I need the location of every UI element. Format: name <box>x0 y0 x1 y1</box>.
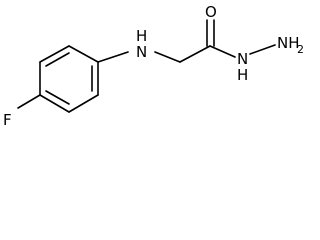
bond-ch2-to-carbonyl-c <box>179 45 211 63</box>
ring-bond-c5-c6 <box>68 94 99 113</box>
bond-amine-n-to-ch2 <box>154 51 181 63</box>
bond-carbonyl-c-to-n1 <box>209 45 236 58</box>
ring-double-bond-inner-1 <box>45 52 70 67</box>
bond-ring-to-fluorine <box>17 94 41 109</box>
atom-label-fluorine: F <box>3 111 12 129</box>
atom-label-hydrazide-n2: NH <box>277 34 300 52</box>
ring-bond-c4-c5 <box>39 94 70 113</box>
benzene-ring <box>39 45 99 113</box>
atom-label-hydrazide-subscript: 2 <box>297 43 304 56</box>
atom-label-amine-h: H <box>136 27 147 45</box>
atom-label-hydrazide-h: H <box>237 66 248 84</box>
bond-n1-to-n2 <box>249 44 276 55</box>
structure-diagram: F H N O N H NH 2 <box>3 3 304 129</box>
atom-label-amine-n: N <box>136 43 147 61</box>
ring-bond-c1-c2 <box>68 45 99 63</box>
ring-double-bond-inner-2 <box>45 90 70 105</box>
bond-ring-to-amine-n <box>97 51 129 63</box>
atom-label-carbonyl-o: O <box>205 3 217 21</box>
atom-label-hydrazide-n1: N <box>237 50 248 68</box>
ring-bond-c2-c3 <box>39 45 70 63</box>
